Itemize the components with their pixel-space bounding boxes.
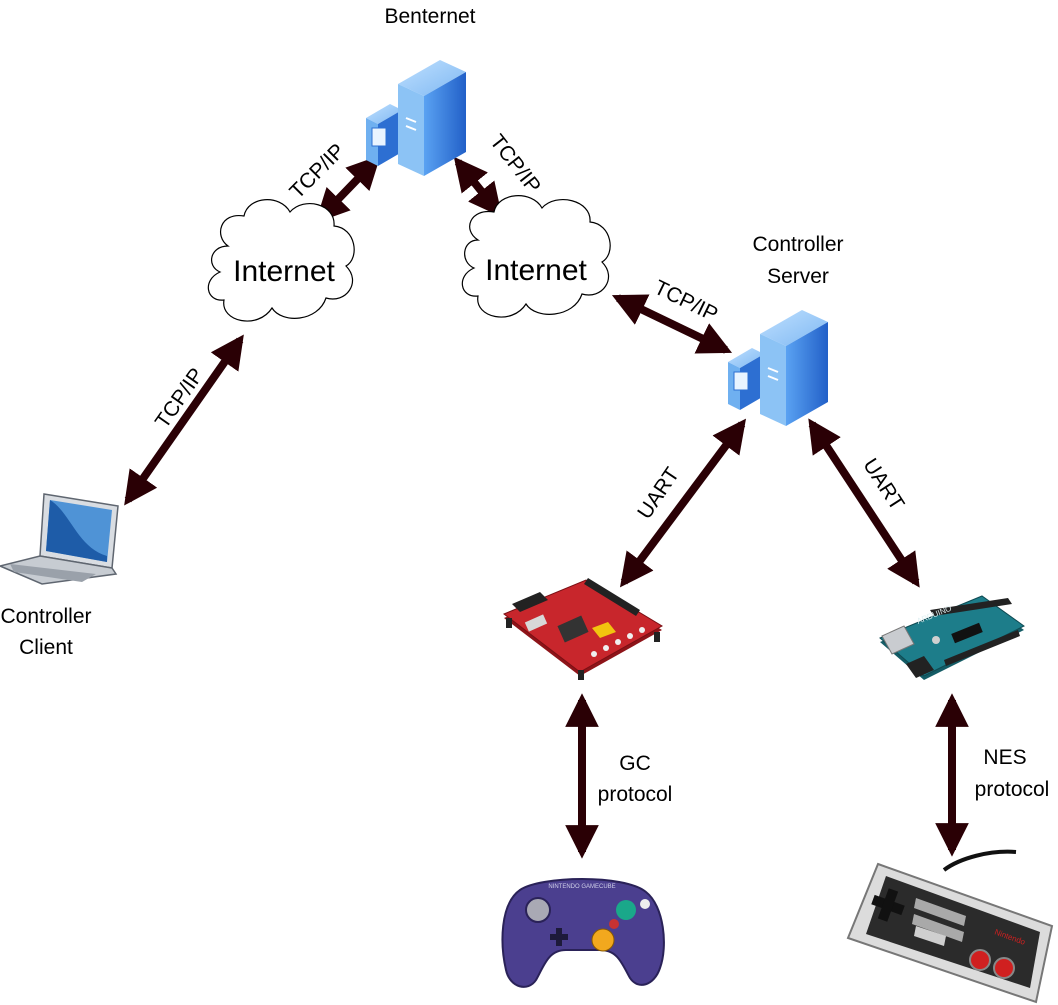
nes-controller-icon: Nintendo: [846, 849, 1054, 1004]
edge-label-benternet-internet-right: TCP/IP: [485, 130, 545, 197]
controller-client-laptop-icon: [0, 493, 119, 585]
controller-server-label-line1: Controller: [752, 233, 843, 256]
edge-label-nes-line2: protocol: [975, 778, 1050, 801]
gamecube-brand-text: NINTENDO GAMECUBE: [548, 884, 615, 890]
edge-client-internet: [124, 334, 244, 506]
edge-server-arduino: [808, 418, 920, 588]
microcontroller-board-icon: [503, 578, 663, 680]
cloud-left-icon: [207, 199, 355, 322]
controller-server-icon: [728, 310, 828, 426]
controller-client-label-line2: Client: [19, 636, 73, 659]
controller-client-label-line1: Controller: [0, 605, 91, 628]
edge-benternet-internet-right: [453, 156, 503, 218]
edge-internet-server: [611, 294, 733, 354]
controller-server-label-line2: Server: [767, 265, 829, 288]
cloud-left-label: Internet: [233, 255, 335, 288]
arduino-board-icon: ARDUINO: [879, 595, 1025, 680]
edge-internet-benternet-left: [315, 155, 381, 223]
gamecube-controller-icon: NINTENDO GAMECUBE: [501, 878, 665, 988]
edge-label-gc-line1: GC: [619, 752, 651, 775]
benternet-server-icon: [366, 60, 466, 176]
edge-server-redboard: [619, 418, 747, 588]
edge-label-nes-line1: NES: [983, 746, 1026, 769]
edge-label-gc-line2: protocol: [598, 783, 673, 806]
cloud-right-label: Internet: [485, 254, 587, 287]
cloud-right-icon: [461, 195, 611, 318]
benternet-label: Benternet: [384, 5, 475, 28]
